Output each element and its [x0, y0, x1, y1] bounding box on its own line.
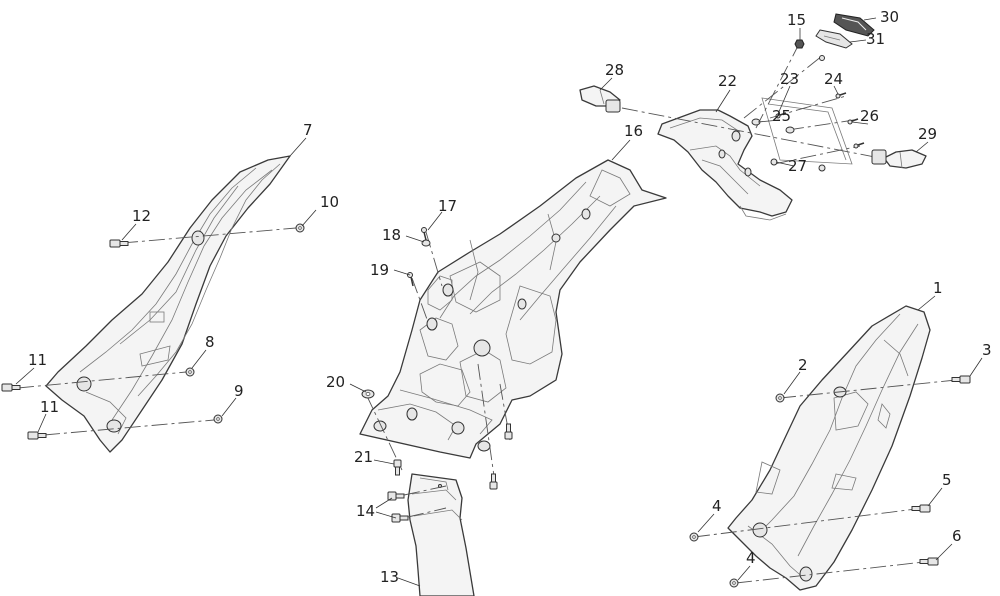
bolt-12-icon — [109, 239, 129, 248]
callout-9: 9 — [234, 382, 244, 400]
screw-31-icon — [819, 55, 825, 61]
callout-8: 8 — [205, 333, 215, 351]
screw-26b-icon — [853, 142, 865, 149]
plate-bracket — [657, 109, 793, 221]
bolt-fender-a-icon — [489, 473, 498, 490]
left-panel-centerlines — [17, 227, 297, 436]
bracket-centerlines — [621, 41, 881, 165]
washer-9-icon — [213, 414, 223, 424]
callout-2: 2 — [798, 356, 808, 374]
right-panel-centerlines — [693, 379, 957, 584]
callout-14: 14 — [356, 502, 375, 520]
callout-10: 10 — [320, 193, 339, 211]
nut-27b-icon — [818, 164, 826, 172]
left-panel-fasteners — [1, 223, 305, 440]
callout-31: 31 — [866, 30, 885, 48]
bolt-3-icon — [951, 375, 971, 384]
right-side-panel — [727, 305, 931, 591]
callout-16: 16 — [624, 122, 643, 140]
callout-28: 28 — [605, 61, 624, 79]
leader-lines — [15, 17, 983, 587]
callout-30: 30 — [880, 8, 899, 26]
washer-4a-icon — [689, 532, 699, 542]
right-indicator — [871, 149, 927, 169]
callout-29: 29 — [918, 125, 937, 143]
screw-17-icon — [421, 227, 427, 241]
callout-labels: 1 2 3 4 4 5 6 7 8 9 10 11 11 12 13 14 15… — [28, 8, 992, 586]
callout-6: 6 — [952, 527, 962, 545]
washer-18-icon — [421, 239, 431, 247]
bolt-21-icon — [393, 459, 402, 476]
callout-22: 22 — [718, 72, 737, 90]
callout-4a: 4 — [712, 497, 722, 515]
washer-4b-icon — [729, 578, 739, 588]
rear-fender — [359, 159, 667, 459]
screw-14a-icon — [387, 491, 405, 501]
bracket-fasteners — [751, 39, 865, 172]
callout-7: 7 — [303, 121, 313, 139]
bolt-6-icon — [919, 557, 939, 566]
callout-26: 26 — [860, 107, 879, 125]
callout-19: 19 — [370, 261, 389, 279]
callout-15: 15 — [787, 11, 806, 29]
screw-23-icon — [775, 112, 787, 119]
callout-1: 1 — [933, 279, 943, 297]
plate-mount — [761, 97, 853, 165]
washer-2-icon — [775, 393, 785, 403]
left-side-panel — [45, 155, 291, 453]
bolt-5-icon — [911, 504, 931, 513]
bolt-fender-b-icon — [504, 423, 513, 440]
washer-20-icon — [361, 389, 375, 399]
callout-17: 17 — [438, 197, 457, 215]
callout-4b: 4 — [746, 549, 756, 567]
callout-12: 12 — [132, 207, 151, 225]
callout-20: 20 — [326, 373, 345, 391]
nut-15-icon — [794, 39, 805, 49]
callout-21: 21 — [354, 448, 373, 466]
callout-11b: 11 — [40, 398, 59, 416]
washer-8-icon — [185, 367, 195, 377]
callout-18: 18 — [382, 226, 401, 244]
left-indicator — [579, 85, 621, 113]
callout-5: 5 — [942, 471, 952, 489]
fender-fasteners — [361, 227, 513, 490]
callout-11a: 11 — [28, 351, 47, 369]
plate-light — [815, 13, 875, 49]
right-panel-fasteners — [689, 375, 971, 588]
screw-14b-icon — [391, 513, 409, 523]
callout-13: 13 — [380, 568, 399, 586]
callout-3: 3 — [982, 341, 992, 359]
callout-27: 27 — [788, 157, 807, 175]
callout-24: 24 — [824, 70, 843, 88]
bolt-11b-icon — [27, 431, 47, 440]
callout-23: 23 — [780, 70, 799, 88]
washer-25b-icon — [785, 126, 795, 134]
bolt-11a-icon — [1, 383, 21, 392]
callout-25: 25 — [772, 107, 791, 125]
